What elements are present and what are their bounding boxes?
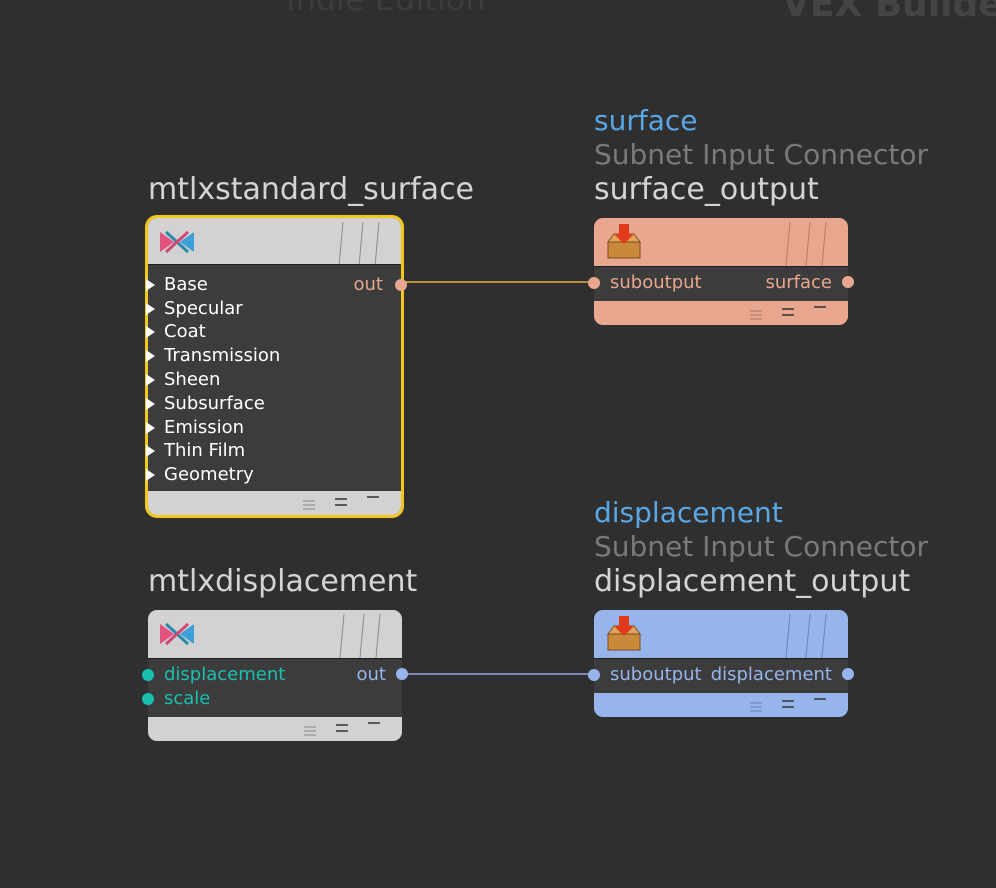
input-label: Subsurface	[164, 393, 265, 414]
node-name-standard-surface: mtlxstandard_surface	[148, 172, 475, 207]
materialx-icon	[160, 622, 194, 646]
node-body: suboutput displacement	[588, 658, 848, 693]
input-label: Specular	[164, 298, 243, 319]
input-label: Emission	[164, 417, 245, 438]
input-label: suboutput	[610, 664, 702, 685]
input-port[interactable]	[588, 669, 600, 681]
node-stripes	[785, 221, 827, 267]
node-flags-icon[interactable]	[302, 721, 384, 737]
node-footer	[594, 301, 848, 325]
input-row[interactable]: Geometry	[146, 463, 401, 487]
input-row[interactable]: Subsurface	[146, 392, 401, 416]
node-stripes	[339, 613, 381, 659]
node-surface-output[interactable]: suboutput surface	[588, 218, 854, 325]
node-footer	[594, 693, 848, 717]
input-port[interactable]	[588, 277, 600, 289]
input-arrow-icon[interactable]	[146, 279, 155, 291]
package-icon	[607, 224, 641, 259]
node-header[interactable]	[148, 218, 401, 267]
edition-watermark: Indie Edition	[286, 0, 486, 18]
connector-label-surface: surface	[594, 104, 698, 137]
input-arrow-icon[interactable]	[146, 350, 155, 362]
input-row[interactable]: Emission	[146, 416, 401, 440]
node-header[interactable]	[148, 610, 402, 659]
node-header[interactable]	[594, 218, 848, 267]
output-label: out	[356, 664, 386, 685]
connector-label-displacement: displacement	[594, 496, 783, 529]
input-arrow-icon[interactable]	[146, 303, 155, 315]
output-port[interactable]	[842, 668, 854, 680]
input-arrow-icon[interactable]	[146, 374, 155, 386]
node-body: Base Specular Coat Transmission Sheen Su…	[146, 264, 401, 493]
output-label: displacement	[710, 664, 832, 685]
input-port[interactable]	[142, 669, 154, 681]
input-row[interactable]: Thin Film	[146, 439, 401, 463]
node-stripes	[338, 221, 380, 267]
context-watermark: VEX Builder	[782, 0, 996, 25]
node-flags-icon[interactable]	[748, 697, 830, 713]
input-label: suboutput	[610, 272, 702, 293]
node-standard-surface[interactable]: Base Specular Coat Transmission Sheen Su…	[145, 215, 407, 518]
output-port[interactable]	[842, 276, 854, 288]
output-port[interactable]	[396, 668, 408, 680]
input-arrow-icon[interactable]	[146, 326, 155, 338]
input-row[interactable]: Sheen	[146, 368, 401, 392]
input-row[interactable]: displacement	[142, 663, 402, 687]
node-name-displacement: mtlxdisplacement	[148, 564, 418, 599]
input-label: Transmission	[164, 345, 281, 366]
output-port[interactable]	[395, 279, 407, 291]
input-row[interactable]: scale	[142, 687, 402, 711]
node-displacement-output[interactable]: suboutput displacement	[588, 610, 854, 717]
input-row[interactable]: Specular	[146, 297, 401, 321]
node-body: displacement scale out	[142, 658, 402, 718]
node-stripes	[785, 613, 827, 659]
output-label: out	[353, 274, 383, 295]
input-label: scale	[164, 688, 211, 709]
node-displacement[interactable]: displacement scale out	[142, 610, 408, 741]
node-flags-icon[interactable]	[748, 305, 830, 321]
node-name-displacement-output: displacement_output	[594, 564, 911, 599]
input-port[interactable]	[142, 693, 154, 705]
node-header[interactable]	[594, 610, 848, 659]
input-row[interactable]: Coat	[146, 320, 401, 344]
output-label: surface	[765, 272, 832, 293]
node-flags-icon[interactable]	[301, 495, 383, 511]
input-row[interactable]: Base	[146, 273, 401, 297]
connector-type-displacement: Subnet Input Connector	[594, 530, 928, 563]
node-name-surface-output: surface_output	[594, 172, 819, 207]
node-footer	[148, 491, 401, 515]
input-arrow-icon[interactable]	[146, 422, 155, 434]
connector-type-surface: Subnet Input Connector	[594, 138, 928, 171]
input-label: Sheen	[164, 369, 221, 390]
node-footer	[148, 717, 402, 741]
input-arrow-icon[interactable]	[146, 469, 155, 481]
input-row[interactable]: Transmission	[146, 344, 401, 368]
input-label: Coat	[164, 321, 206, 342]
input-arrow-icon[interactable]	[146, 398, 155, 410]
input-label: Geometry	[164, 464, 254, 485]
input-label: Thin Film	[164, 440, 246, 461]
input-label: displacement	[164, 664, 286, 685]
input-label: Base	[164, 274, 208, 295]
node-body: suboutput surface	[588, 266, 848, 301]
input-arrow-icon[interactable]	[146, 445, 155, 457]
materialx-icon	[160, 230, 194, 254]
package-icon	[607, 616, 641, 651]
